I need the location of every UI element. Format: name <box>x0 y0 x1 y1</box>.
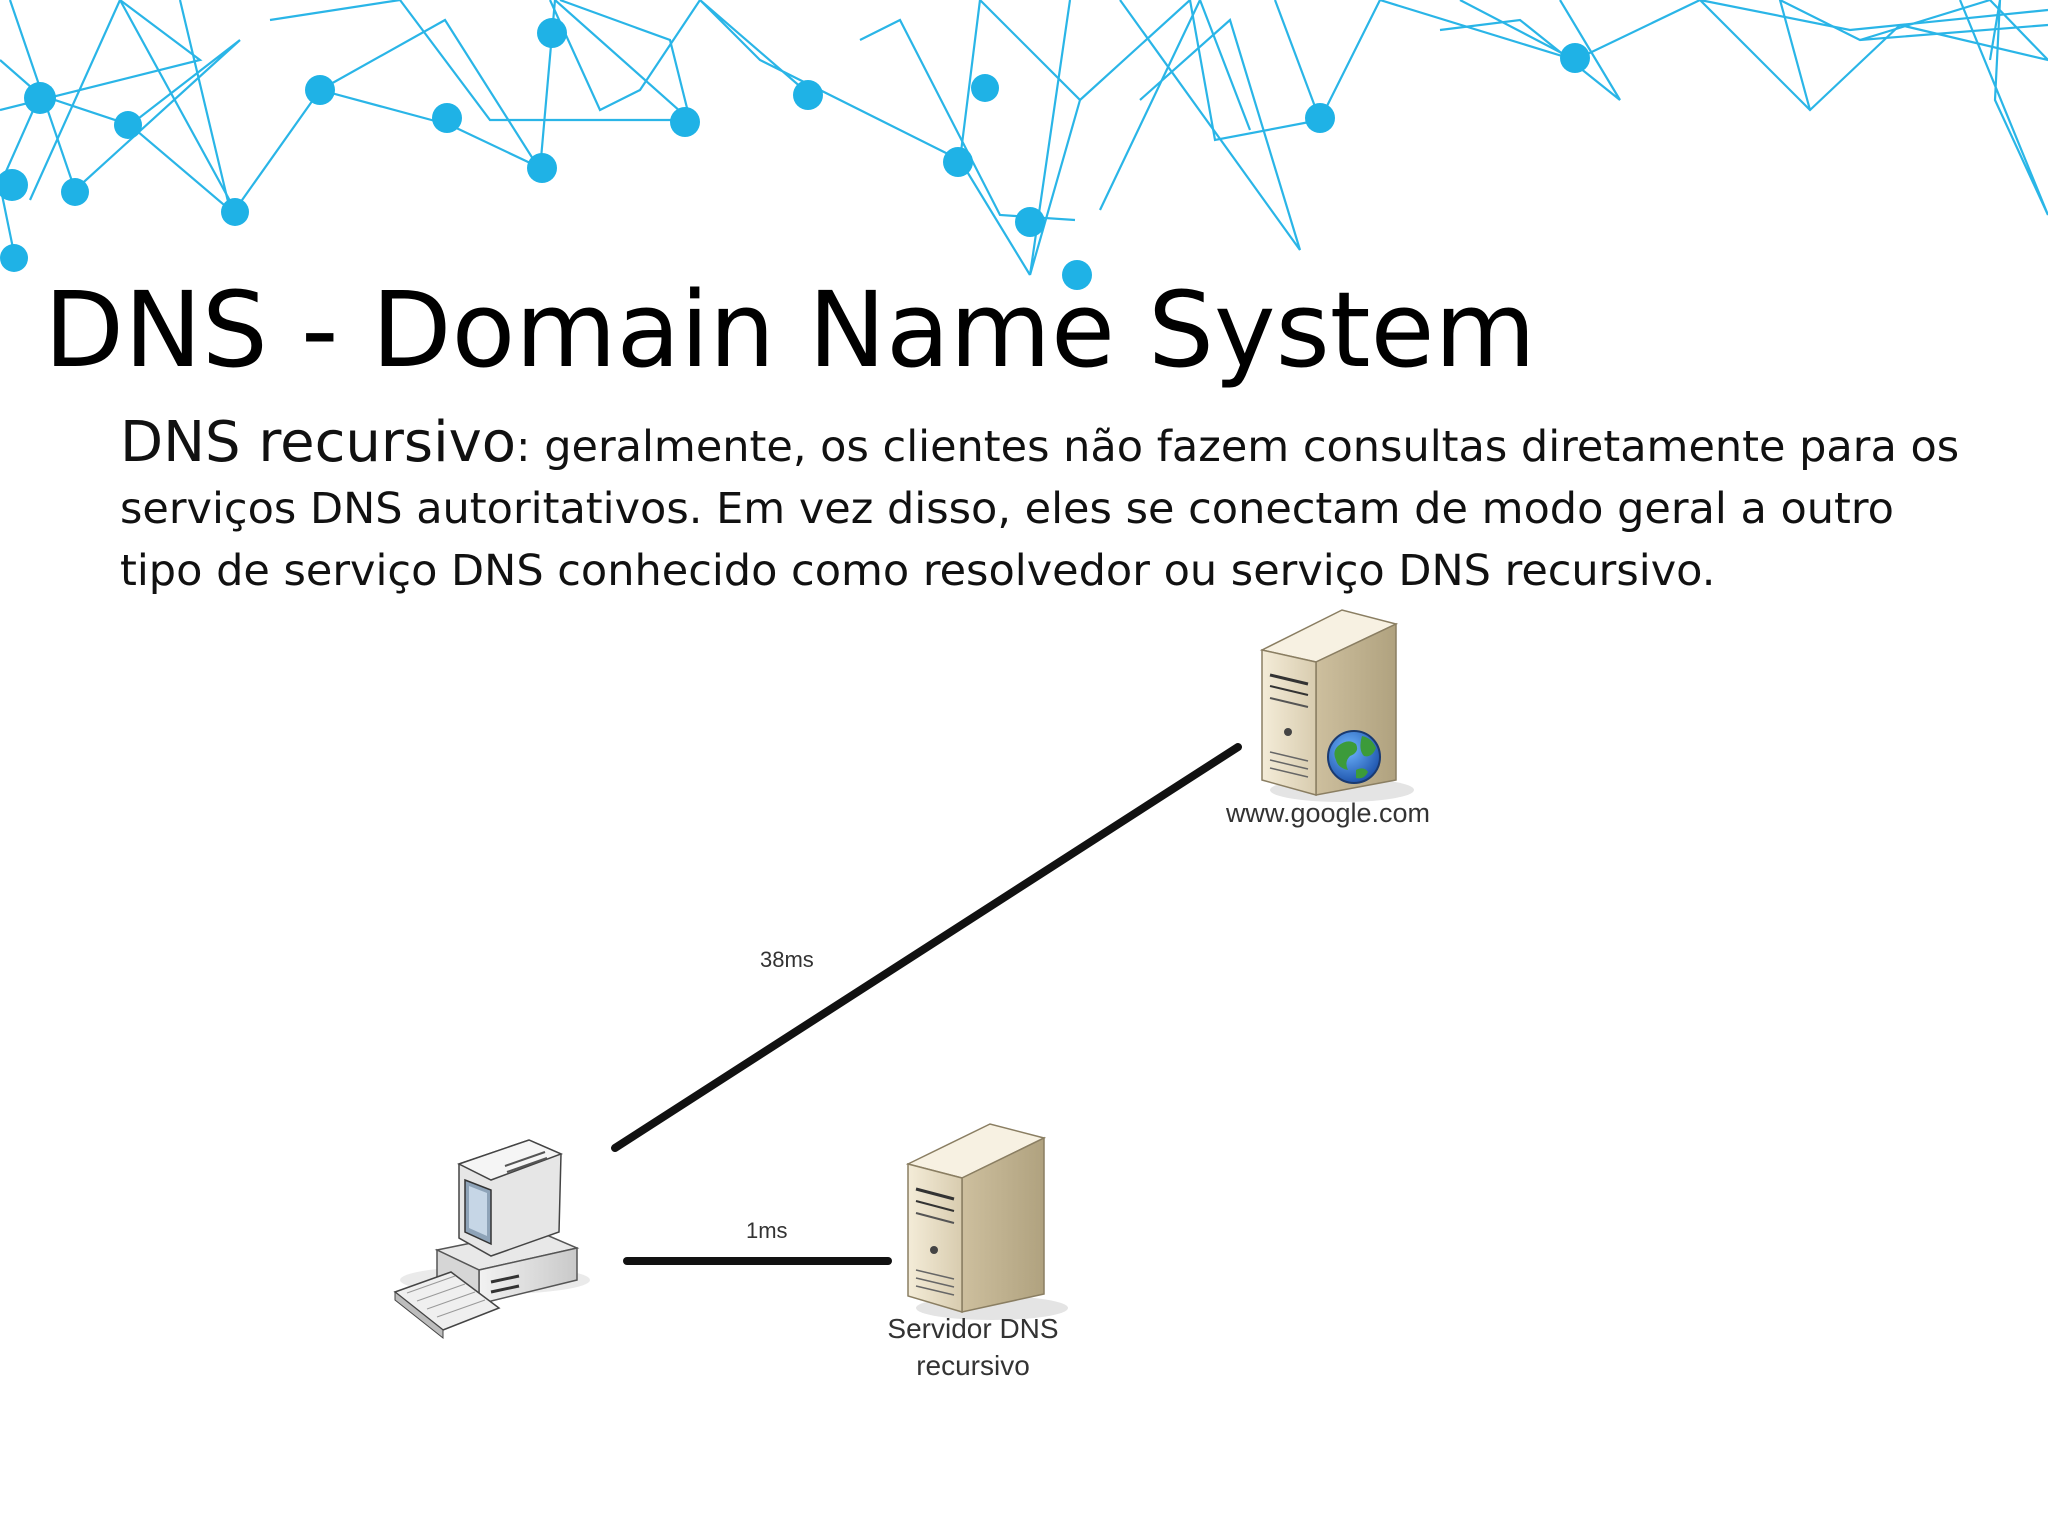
dns-server-label-line2: recursivo <box>916 1350 1030 1381</box>
latency-label-google: 38ms <box>760 947 814 972</box>
body-lead-term: DNS recursivo <box>120 410 517 475</box>
latency-label-dns: 1ms <box>746 1218 788 1243</box>
dns-server-icon <box>905 1123 1068 1320</box>
link-client-google <box>611 743 1242 1152</box>
body-description: : geralmente, os clientes não fazem cons… <box>120 422 1960 596</box>
google-server-label: www.google.com <box>1225 798 1430 828</box>
desktop-computer-icon <box>393 1139 590 1340</box>
slide-title: DNS - Domain Name System <box>44 269 1536 391</box>
dns-diagram: 38ms 1ms www.google.com <box>393 609 1430 1381</box>
globe-icon <box>1327 730 1381 784</box>
slide-body-text: DNS recursivo: geralmente, os clientes n… <box>120 412 1980 602</box>
network-decoration <box>0 0 2048 290</box>
dns-server-label-line1: Servidor DNS <box>887 1313 1058 1344</box>
